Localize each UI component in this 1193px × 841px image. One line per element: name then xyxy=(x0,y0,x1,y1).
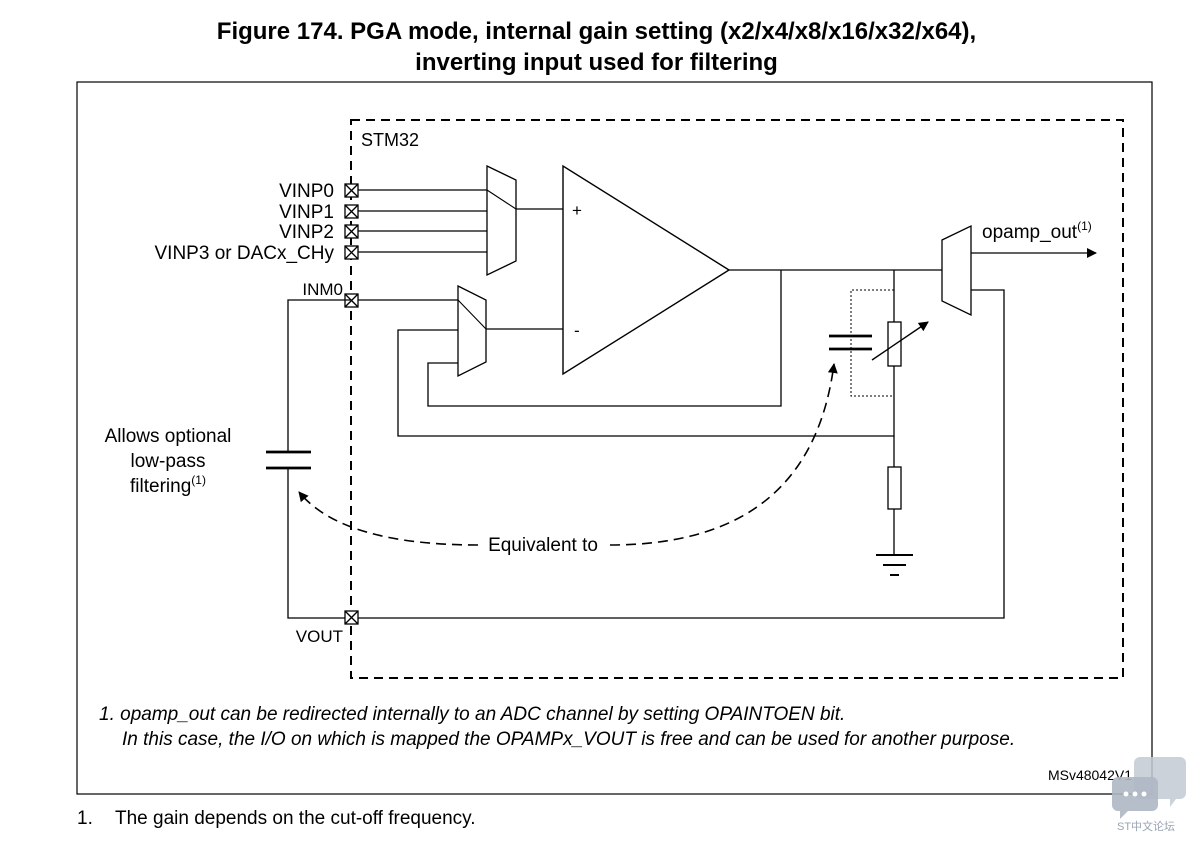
vout-label: VOUT xyxy=(296,627,343,646)
footer-text: The gain depends on the cut-off frequenc… xyxy=(115,808,476,829)
figure-code: MSv48042V1 xyxy=(1048,767,1132,783)
footer-note: 1. The gain depends on the cut-off freque… xyxy=(77,808,476,830)
negative-input-mux xyxy=(457,284,487,378)
ground-icon xyxy=(876,554,913,576)
figure-title-line-2: inverting input used for filtering xyxy=(415,49,778,76)
input-label-1: VINP1 xyxy=(279,202,334,223)
filter-note-line-3-text: filtering xyxy=(130,476,191,497)
stm32-boundary xyxy=(350,119,1124,679)
pin-vinp1 xyxy=(344,204,359,219)
pin-vinp2 xyxy=(344,224,359,239)
positive-mux-select xyxy=(486,189,517,210)
chip-label: STM32 xyxy=(361,130,419,150)
chat-bubble-icon xyxy=(1112,757,1186,819)
plus-label: + xyxy=(572,201,582,220)
opamp-triangle xyxy=(562,164,731,376)
negative-mux-select xyxy=(457,299,487,330)
equivalence-curve-right xyxy=(609,363,838,546)
output-label-text: opamp_out xyxy=(982,222,1078,243)
pin-vinp3 xyxy=(344,245,359,260)
note-line-2: In this case, the I/O on which is mapped… xyxy=(122,729,1015,750)
filter-note-line-3: filtering(1) xyxy=(130,473,206,497)
ground-resistor xyxy=(887,466,902,510)
note-line-1: 1. opamp_out can be redirected internall… xyxy=(99,704,845,725)
positive-input-mux xyxy=(486,164,517,277)
filter-note-superscript: (1) xyxy=(191,473,206,487)
input-label-3: VINP3 or DACx_CHy xyxy=(155,243,335,264)
output-mux xyxy=(941,224,972,317)
wires xyxy=(287,189,1005,619)
dotted-capacitor-bracket xyxy=(850,289,894,397)
pin-vout xyxy=(344,610,359,625)
equivalent-label: Equivalent to xyxy=(488,535,598,556)
minus-label: - xyxy=(574,321,580,340)
figure-title-line-1: Figure 174. PGA mode, internal gain sett… xyxy=(216,18,977,45)
pin-vinp0 xyxy=(344,183,359,198)
figure-frame xyxy=(76,81,1153,795)
output-label: opamp_out(1) xyxy=(982,219,1092,243)
footer-number: 1. xyxy=(77,808,93,829)
variable-resistor-arrow xyxy=(871,321,929,361)
filter-note-line-2: low-pass xyxy=(131,451,206,472)
watermark-text: ST中文论坛 xyxy=(1117,821,1176,833)
input-label-0: VINP0 xyxy=(279,181,334,202)
filter-note-line-1: Allows optional xyxy=(105,426,232,447)
equivalence-curve xyxy=(298,491,479,546)
inm0-label: INM0 xyxy=(302,280,343,299)
input-label-2: VINP2 xyxy=(279,222,334,243)
output-label-superscript: (1) xyxy=(1077,219,1092,233)
